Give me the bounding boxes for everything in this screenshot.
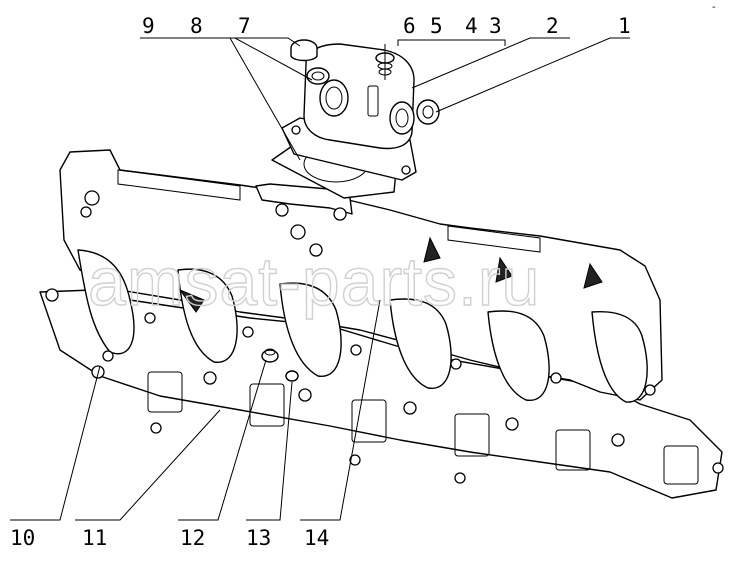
sealing-washer bbox=[306, 67, 330, 85]
callout-5: 5 bbox=[430, 14, 443, 38]
washer bbox=[285, 370, 299, 382]
callout-12: 12 bbox=[180, 526, 205, 550]
callout-6: 6 bbox=[403, 14, 416, 38]
intake-manifold bbox=[59, 149, 663, 403]
callout-4: 4 bbox=[465, 14, 478, 38]
callout-1: 1 bbox=[618, 14, 631, 38]
callout-8: 8 bbox=[190, 14, 203, 38]
watermark-text: amsat-parts.ru bbox=[88, 244, 540, 320]
bolt bbox=[261, 348, 279, 363]
callout-10: 10 bbox=[10, 526, 35, 550]
callout-7: 7 bbox=[238, 14, 251, 38]
callout-14: 14 bbox=[304, 526, 329, 550]
callout-11: 11 bbox=[82, 526, 107, 550]
callout-13: 13 bbox=[246, 526, 271, 550]
callout-3: 3 bbox=[489, 14, 502, 38]
callout-2: 2 bbox=[546, 14, 559, 38]
callout-9: 9 bbox=[142, 14, 155, 38]
plug bbox=[290, 39, 318, 62]
fitting bbox=[416, 99, 440, 125]
corner-mark: - bbox=[712, 2, 716, 13]
bolt-stack bbox=[375, 44, 395, 80]
leader-lines bbox=[10, 37, 630, 521]
throttle-housing bbox=[281, 43, 417, 181]
